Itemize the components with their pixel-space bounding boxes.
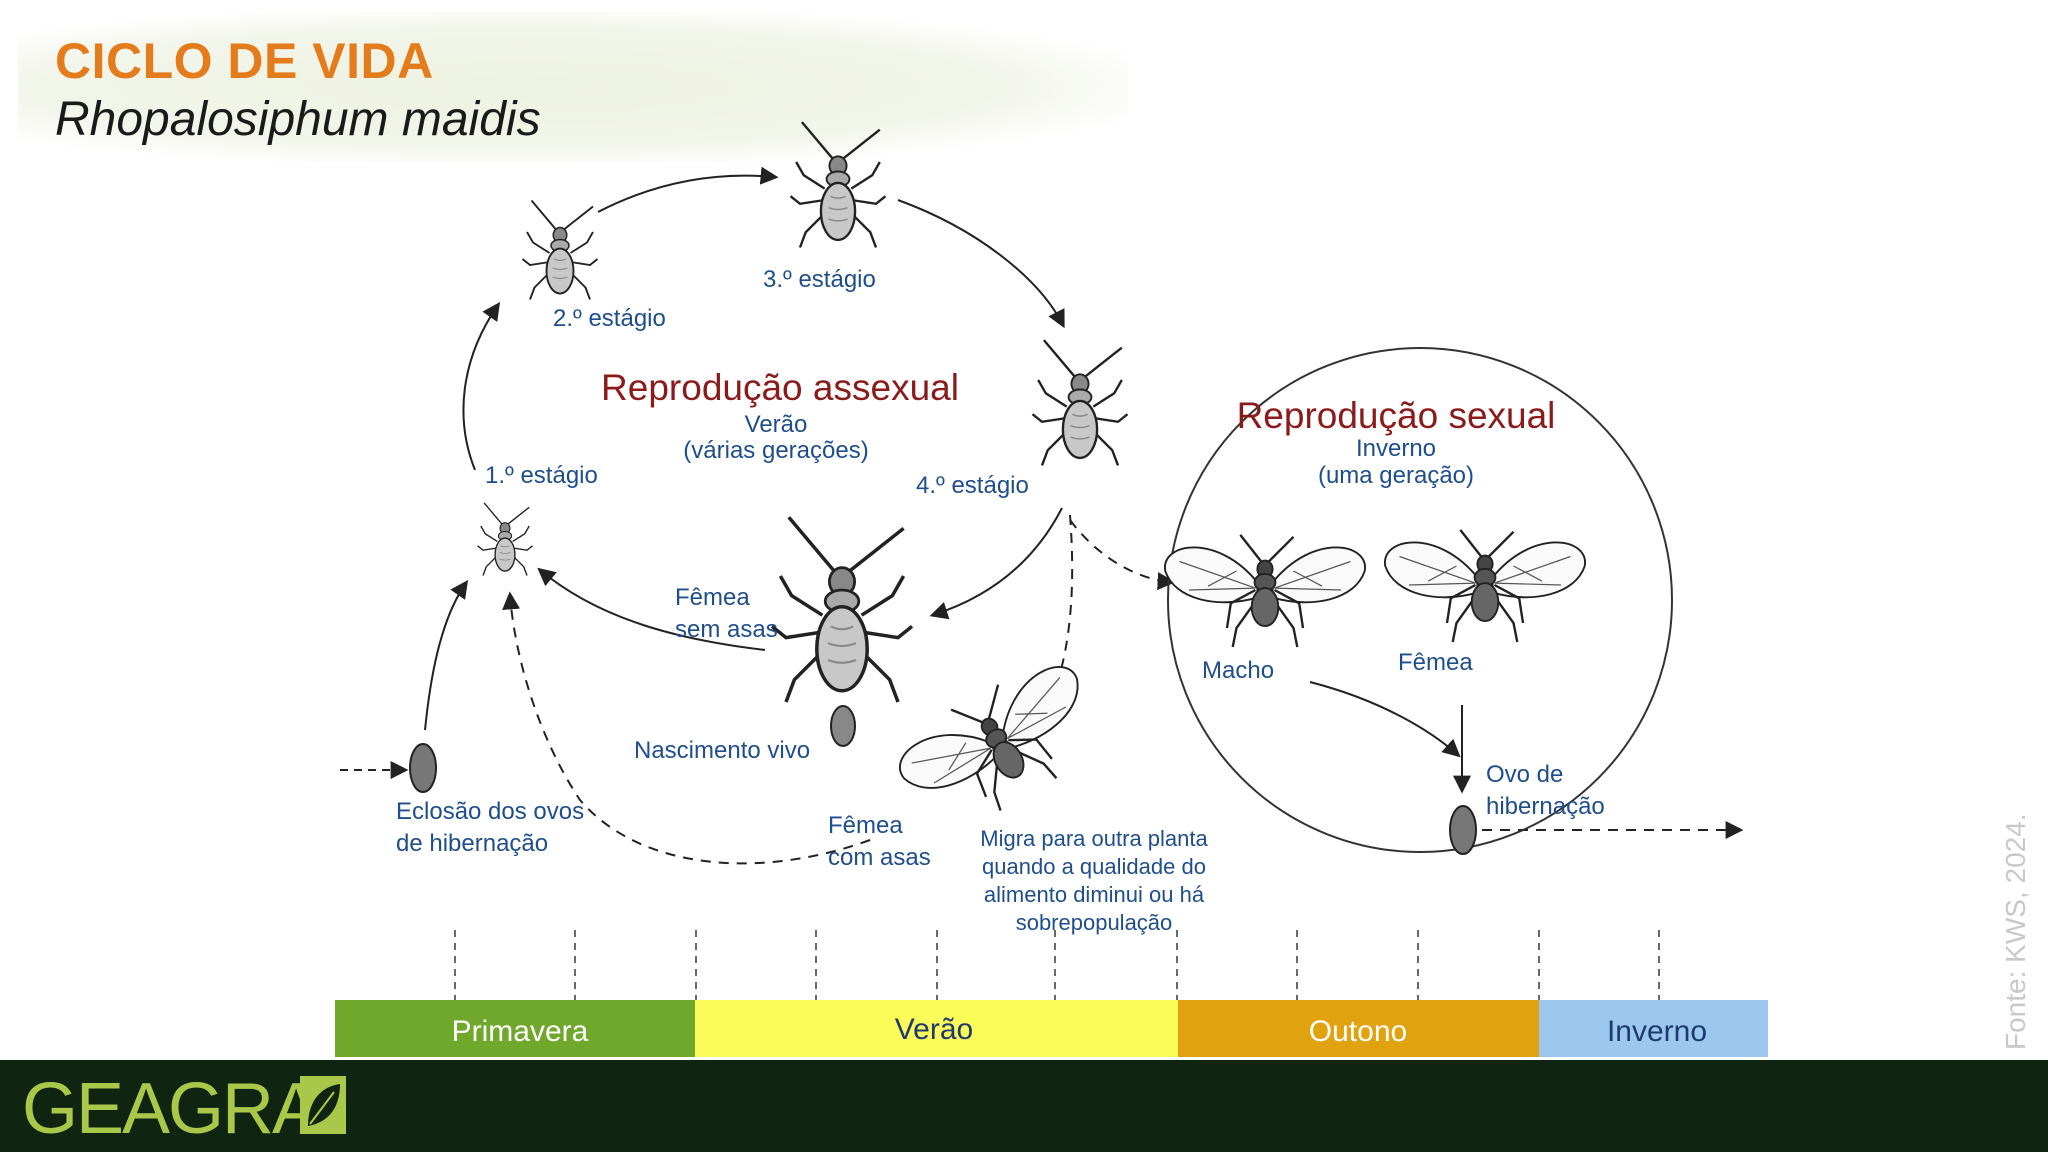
season-label-inverno: Inverno: [1607, 1015, 1707, 1048]
winter-egg-icon: [1449, 805, 1477, 855]
migration-note-4: sobrepopulação: [1016, 910, 1173, 935]
live-birth-label: Nascimento vivo: [634, 737, 810, 764]
migration-note-1: Migra para outra planta: [980, 826, 1208, 851]
arrow-egg-to-1: [424, 580, 469, 731]
asexual-title: Reprodução assexual: [601, 367, 959, 408]
sexual-reproduction-circle: [1167, 347, 1673, 853]
arrow-3-to-4: [897, 199, 1065, 329]
arrow-1-to-2: [462, 302, 501, 471]
season-inverno: [1539, 1000, 1768, 1057]
aphid-stage-3: [789, 120, 887, 249]
asexual-season: Verão: [745, 411, 808, 438]
stage-1-label: 1.º estágio: [485, 462, 598, 489]
season-label-primavera: Primavera: [452, 1015, 589, 1048]
stage-2-label: 2.º estágio: [553, 305, 666, 332]
title-banner: [18, 12, 1128, 162]
arrow-4-to-sexual: [1069, 519, 1176, 591]
arrow-winged-to-1: [502, 591, 871, 865]
aphid-stage-2: [521, 199, 599, 301]
species-name: Rhopalosiphum maidis: [55, 93, 541, 146]
season-bar: Primavera Verão Outono Inverno: [335, 1000, 1768, 1057]
geagra-logo: GEAGRA: [22, 1069, 320, 1149]
arrow-2-to-3: [597, 166, 779, 213]
leaf-logo-icon: [300, 1076, 346, 1134]
arrow-4-to-winged: [1051, 514, 1074, 694]
aphid-sexual-female: [1383, 528, 1587, 644]
arrow-macho-to-egg: [1309, 681, 1461, 758]
season-verao: [695, 1000, 1178, 1057]
wingless-female-label-1: Fêmea: [675, 584, 750, 611]
migration-note-3: alimento diminui ou há: [984, 882, 1205, 907]
aphid-male: [1163, 533, 1367, 649]
winged-female-label-1: Fêmea: [828, 812, 903, 839]
hatching-label-1: Eclosão dos ovos: [396, 798, 584, 825]
source-note: Fonte: KWS, 2024.: [2000, 813, 2031, 1050]
page-title: CICLO DE VIDA: [55, 33, 434, 89]
arrow-4-to-femea: [929, 507, 1063, 620]
season-label-outono: Outono: [1309, 1015, 1407, 1048]
winged-female-label-2: com asas: [828, 844, 931, 871]
season-primavera: [335, 1000, 695, 1057]
aphid-stage-4: [1031, 338, 1129, 467]
female-label: Fêmea: [1398, 649, 1473, 676]
migration-note-2: quando a qualidade do: [982, 854, 1206, 879]
arrow-femea-to-1: [537, 567, 766, 651]
sexual-title: Reprodução sexual: [1237, 395, 1556, 436]
season-label-verao: Verão: [895, 1013, 973, 1046]
aphid-stage-1: [476, 502, 534, 577]
season-outono: [1178, 1000, 1539, 1057]
stage-3-label: 3.º estágio: [763, 266, 876, 293]
aphid-winged-female: [884, 646, 1117, 846]
newborn-nymph: [830, 705, 856, 747]
timeline-ticks: [454, 930, 1660, 1000]
wingless-female-label-2: sem asas: [675, 616, 778, 643]
overwintering-egg-icon: [409, 743, 437, 793]
sexual-note: (uma geração): [1318, 462, 1474, 489]
male-label: Macho: [1202, 657, 1274, 684]
hatching-label-2: de hibernação: [396, 830, 548, 857]
stage-4-label: 4.º estágio: [916, 472, 1029, 499]
aphid-wingless-female: [770, 515, 914, 704]
asexual-note: (várias gerações): [683, 437, 868, 464]
winter-egg-label-2: hibernação: [1486, 793, 1605, 820]
sexual-season: Inverno: [1356, 435, 1436, 462]
winter-egg-label-1: Ovo de: [1486, 761, 1563, 788]
